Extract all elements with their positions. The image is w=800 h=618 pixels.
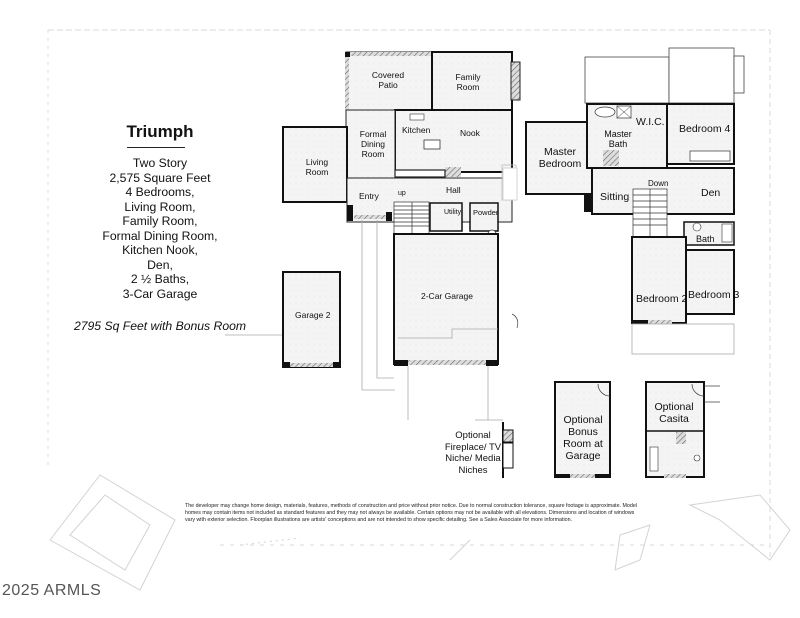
second-floor-plan bbox=[502, 47, 745, 355]
room-covered-patio: Covered Patio bbox=[371, 70, 405, 90]
feature-item: 2 ½ Baths, bbox=[130, 272, 190, 286]
room-powder: Powder bbox=[473, 208, 499, 217]
room-nook: Nook bbox=[460, 128, 480, 138]
feature-item: Kitchen Nook, bbox=[122, 243, 198, 257]
room-formal-dining: Formal Dining Room bbox=[359, 129, 387, 159]
room-master-bath: Master Bath bbox=[604, 129, 632, 149]
room-den: Den bbox=[701, 187, 721, 199]
feature-item: Den, bbox=[147, 257, 173, 272]
background-sketch bbox=[49, 474, 791, 591]
room-bedroom-4: Bedroom 4 bbox=[679, 123, 731, 135]
feature-item: 2,575 Square Feet bbox=[109, 170, 211, 185]
armls-watermark: 2025 ARMLS bbox=[2, 582, 102, 599]
feature-item: 3-Car Garage bbox=[122, 286, 198, 301]
disclaimer-text: The developer may change home design, ma… bbox=[185, 503, 685, 524]
option-plans bbox=[475, 381, 720, 478]
stairs-down-label: Down bbox=[648, 179, 669, 188]
room-kitchen: Kitchen bbox=[402, 125, 431, 135]
option-casita-label: Optional Casita bbox=[654, 401, 694, 425]
disclaimer-line: homes may contain items not included as … bbox=[185, 510, 635, 516]
option-bonus-room-label: Optional Bonus Room at Garage bbox=[563, 414, 603, 462]
room-wic: W.I.C. bbox=[636, 116, 665, 128]
stairs-up-label: up bbox=[398, 190, 406, 197]
disclaimer-line: The developer may change home design, ma… bbox=[185, 503, 637, 509]
room-garage-2: Garage 2 bbox=[295, 310, 331, 320]
disclaimer-line: vary with exterior selection. Floorplan … bbox=[185, 517, 572, 523]
room-utility: Utility bbox=[444, 209, 462, 216]
feature-item: 4 Bedrooms, bbox=[125, 185, 195, 199]
room-2car-garage: 2-Car Garage bbox=[421, 291, 473, 301]
feature-item: Formal Dining Room, bbox=[102, 228, 218, 243]
feature-item: Living Room, bbox=[124, 199, 196, 214]
option-fireplace-label: Optional Fireplace/ TV Niche/ Media Nich… bbox=[444, 430, 502, 476]
room-hall-bath: Bath bbox=[696, 234, 715, 244]
room-living-room: Living Room bbox=[305, 157, 329, 177]
title-divider bbox=[127, 147, 185, 148]
plan-name: Triumph bbox=[126, 122, 194, 141]
first-floor-plan bbox=[225, 51, 521, 420]
feature-item: Family Room, bbox=[122, 214, 198, 228]
room-bedroom-3: Bedroom 3 bbox=[688, 289, 740, 301]
plan-features: Two Story 2,575 Square Feet 4 Bedrooms, … bbox=[60, 156, 260, 301]
room-hall: Hall bbox=[446, 185, 461, 195]
bonus-room-note: 2795 Sq Feet with Bonus Room bbox=[73, 319, 247, 333]
room-bedroom-2: Bedroom 2 bbox=[636, 293, 688, 305]
room-family-room: Family Room bbox=[455, 72, 481, 92]
room-entry: Entry bbox=[359, 191, 379, 201]
room-master-bedroom: Master Bedroom bbox=[538, 146, 582, 170]
feature-item: Two Story bbox=[132, 156, 188, 170]
room-sitting: Sitting bbox=[600, 191, 630, 203]
